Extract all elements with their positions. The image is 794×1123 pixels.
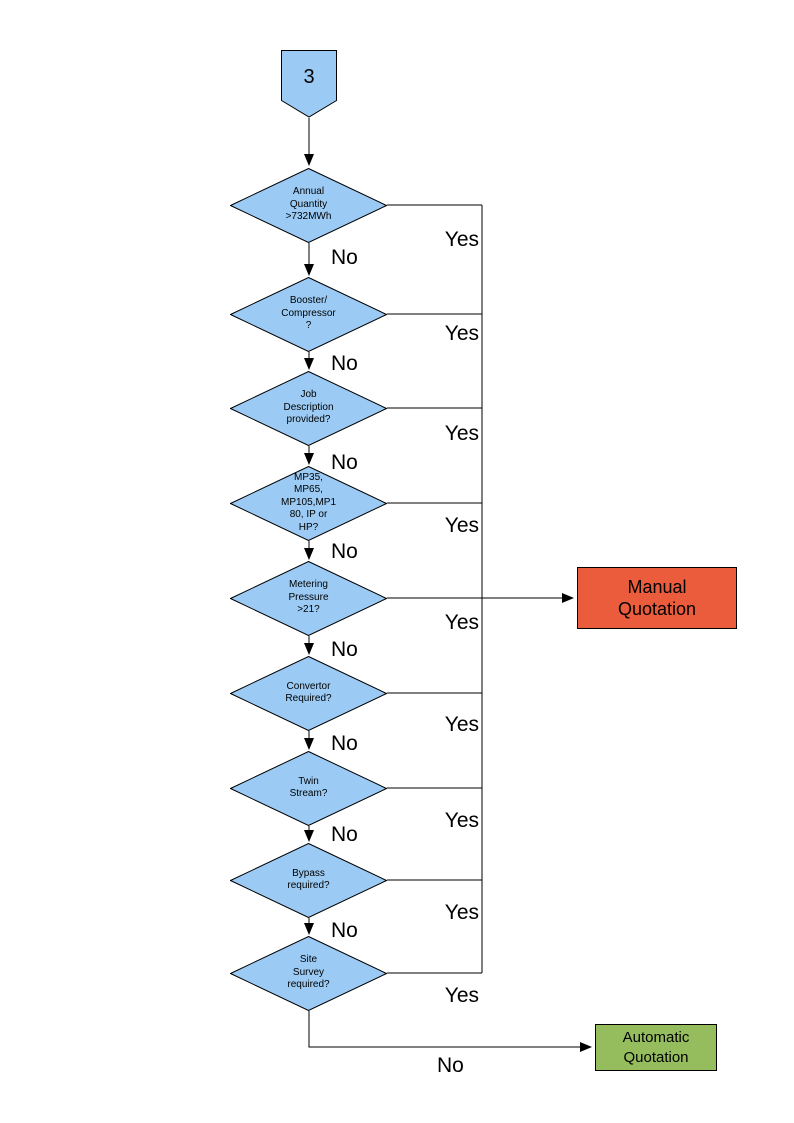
decision-label: Twin Stream? (289, 775, 328, 800)
decision-meter-type: MP35, MP65, MP105,MP1 80, IP or HP? (230, 465, 387, 541)
automatic-quotation-box: Automatic Quotation (595, 1024, 717, 1071)
yes-label-jobdesc: Yes (444, 422, 479, 445)
decision-label: Bypass required? (287, 867, 330, 892)
pentagon-shape-icon (281, 50, 337, 118)
diamond-shape-icon (230, 276, 387, 352)
decision-bypass-required: Bypass required? (230, 842, 387, 918)
no-label-pressure: No (331, 638, 358, 661)
decision-label: Convertor Required? (285, 680, 332, 705)
diamond-shape-icon (230, 465, 387, 541)
diamond-shape-icon (230, 167, 387, 243)
no-label-sitesurvey: No (437, 1054, 464, 1077)
yes-label-bypass: Yes (444, 901, 479, 924)
diamond-shape-icon (230, 842, 387, 918)
decision-metering-pressure: Metering Pressure >21? (230, 560, 387, 636)
yes-label-metertype: Yes (444, 514, 479, 537)
decision-twin-stream: Twin Stream? (230, 750, 387, 826)
decision-label: Site Survey required? (287, 954, 330, 991)
no-label-jobdesc: No (331, 451, 358, 474)
no-label-bypass: No (331, 919, 358, 942)
manual-quotation-box: Manual Quotation (577, 567, 737, 629)
no-label-metertype: No (331, 540, 358, 563)
diamond-shape-icon (230, 655, 387, 731)
yes-label-convertor: Yes (444, 713, 479, 736)
diamond-shape-icon (230, 935, 387, 1011)
decision-annual-quantity: Annual Quantity >732MWh (230, 167, 387, 243)
yes-label-twinstream: Yes (444, 809, 479, 832)
no-arrow-to-automatic-quotation (308, 1011, 592, 1052)
decision-label: MP35, MP65, MP105,MP1 80, IP or HP? (280, 471, 337, 533)
no-label-twinstream: No (331, 823, 358, 846)
yes-label-sitesurvey: Yes (444, 984, 479, 1007)
decision-label: Job Description provided? (283, 389, 334, 426)
no-label-booster: No (331, 352, 358, 375)
diamond-shape-icon (230, 370, 387, 446)
offpage-connector-3: 3 (281, 50, 337, 118)
decision-job-description: Job Description provided? (230, 370, 387, 446)
decision-label: Metering Pressure >21? (288, 579, 329, 616)
connector-label: 3 (303, 66, 315, 88)
decision-label: Booster/ Compressor ? (281, 295, 336, 332)
decision-booster-compressor: Booster/ Compressor ? (230, 276, 387, 352)
no-label-convertor: No (331, 732, 358, 755)
yes-label-annual-quantity: Yes (444, 228, 479, 251)
diamond-shape-icon (230, 750, 387, 826)
yes-label-booster: Yes (444, 322, 479, 345)
decision-convertor-required: Convertor Required? (230, 655, 387, 731)
diamond-shape-icon (230, 560, 387, 636)
decision-label: Annual Quantity >732MWh (285, 186, 332, 223)
no-label-annual-quantity: No (331, 246, 358, 269)
decision-site-survey-required: Site Survey required? (230, 935, 387, 1011)
yes-label-pressure: Yes (444, 611, 479, 634)
